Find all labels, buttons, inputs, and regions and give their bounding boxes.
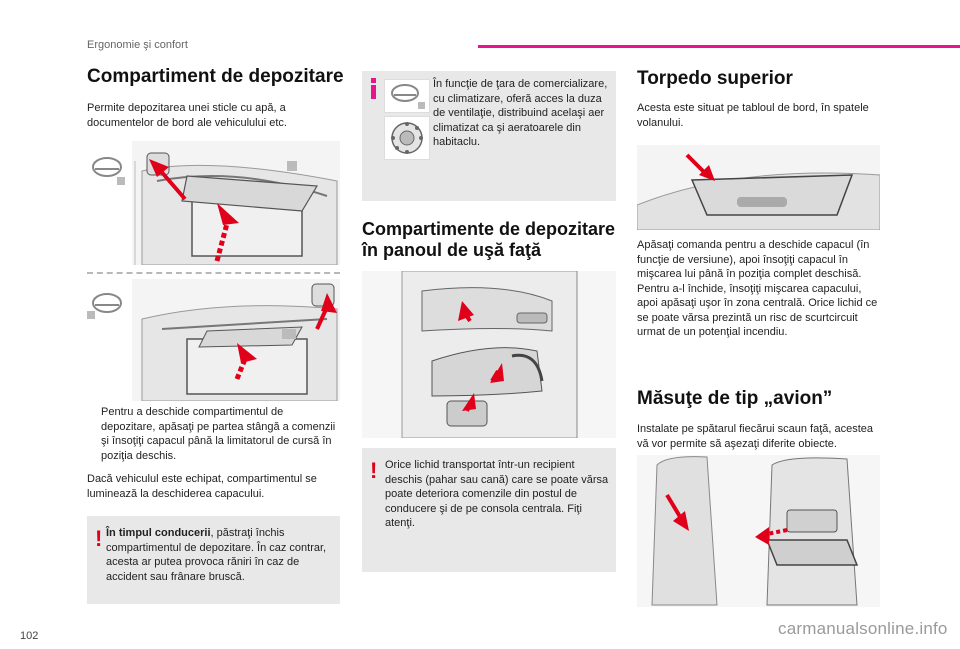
steering-wheel-thumb [87, 287, 129, 323]
upper-dashboard-illustration [637, 145, 880, 230]
bullet-item: Pentru a deschide compartimentul de depo… [87, 405, 339, 463]
warning-bold-lead: În timpul conducerii [106, 527, 211, 539]
upper-dashboard-location-text: Acesta este situat pe tabloul de bord, î… [637, 102, 869, 129]
glovebox-illustration-top [87, 141, 340, 265]
storage-compartment-title: Compartiment de depozitare [87, 66, 344, 87]
tray-table-title: Măsuţe de tip „avion” [637, 388, 833, 409]
steering-wheel-icon [92, 157, 125, 185]
info-icon [371, 78, 376, 99]
page-number: 102 [20, 630, 39, 642]
driving-warning-box: ! În timpul conducerii, păstraţi închis … [87, 516, 340, 604]
illumination-text: Dacă vehiculul este echipat, compartimen… [87, 473, 317, 500]
tray-table-illustration [637, 455, 880, 607]
door-panel-illustration [362, 271, 616, 438]
liquid-warning-box: ! Orice lichid transportat într-un recip… [362, 448, 616, 572]
climate-knob-icon [391, 122, 423, 154]
steering-wheel-thumb [384, 79, 430, 113]
climate-info-box: În funcţie de ţara de comercializare, cu… [362, 71, 616, 201]
warning-icon: ! [95, 526, 103, 551]
climate-knob-thumb [384, 116, 430, 160]
warning-icon: ! [370, 458, 378, 483]
illustration-divider [87, 272, 340, 274]
glovebox-illustration-bottom [87, 279, 340, 401]
steering-wheel-icon [391, 84, 425, 109]
steering-wheel-thumb [87, 151, 129, 189]
bullet-text: Pentru a deschide compartimentul de depo… [101, 406, 336, 462]
steering-wheel-icon [87, 293, 122, 319]
liquid-warning-text: Orice lichid transportat într-un recipie… [385, 459, 609, 529]
upper-dashboard-instructions: Apăsaţi comanda pentru a deschide capacu… [637, 239, 878, 338]
bullet-list: Pentru a deschide compartimentul de depo… [87, 405, 339, 463]
driving-warning-text: În timpul conducerii, păstraţi închis co… [106, 526, 334, 584]
section-title: Ergonomie şi confort [87, 39, 188, 51]
header-accent-bar [478, 45, 960, 48]
storage-intro-text: Permite depozitarea unei sticle cu apă, … [87, 102, 287, 129]
door-panel-title: Compartimente de depozitare în panoul de… [362, 219, 616, 260]
tray-table-text: Instalate pe spătarul fiecărui scaun faţ… [637, 423, 874, 450]
upper-dashboard-title: Torpedo superior [637, 68, 793, 89]
climate-info-text: În funcţie de ţara de comercializare, cu… [433, 78, 608, 148]
watermark: carmanualsonline.info [778, 619, 948, 638]
warning-rest: , păstraţi închis compartimentul de depo… [106, 527, 327, 583]
